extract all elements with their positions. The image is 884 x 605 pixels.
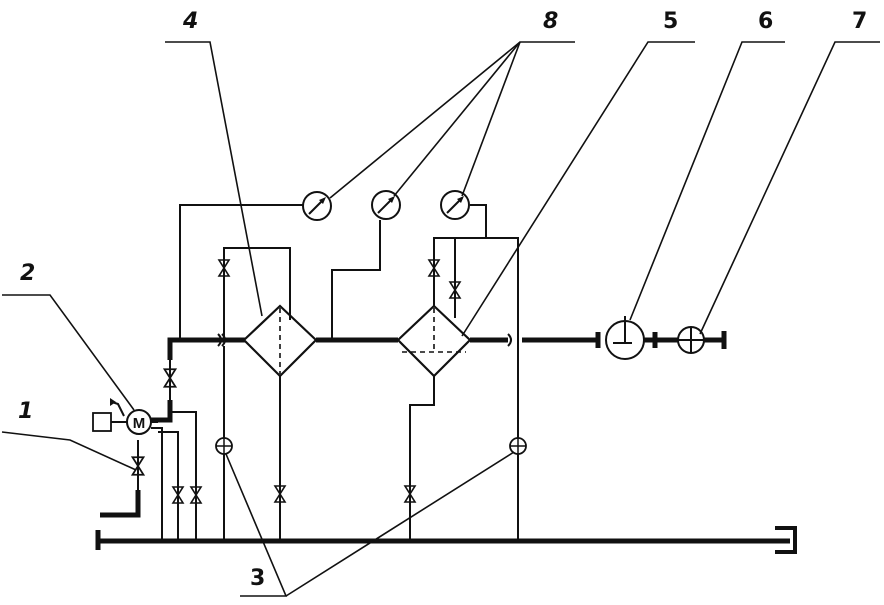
flowmeter-right xyxy=(509,437,527,455)
label-3: 3 xyxy=(250,566,265,591)
gauge-lines xyxy=(179,204,519,541)
pressure-gauge-3 xyxy=(440,190,470,220)
pressure-gauge-1 xyxy=(302,191,332,221)
label-5: 5 xyxy=(663,9,678,34)
label-7: 7 xyxy=(852,9,867,34)
label-4: 4 xyxy=(182,9,198,34)
suction-pipe xyxy=(100,440,141,518)
label-1: 1 xyxy=(18,399,33,424)
filter-5 xyxy=(396,304,472,378)
label-6: 6 xyxy=(758,9,773,34)
label-2: 2 xyxy=(20,261,35,286)
component-6 xyxy=(595,316,678,360)
label-8: 8 xyxy=(543,9,558,34)
return-line xyxy=(95,526,797,554)
component-7 xyxy=(677,326,727,354)
leader-lines xyxy=(1,41,880,597)
motor-letter: M xyxy=(133,415,146,432)
flowmeter-left xyxy=(215,437,233,455)
filter-4 xyxy=(242,304,318,378)
motor-pump: M xyxy=(92,398,158,435)
pressure-gauge-2 xyxy=(371,190,401,220)
